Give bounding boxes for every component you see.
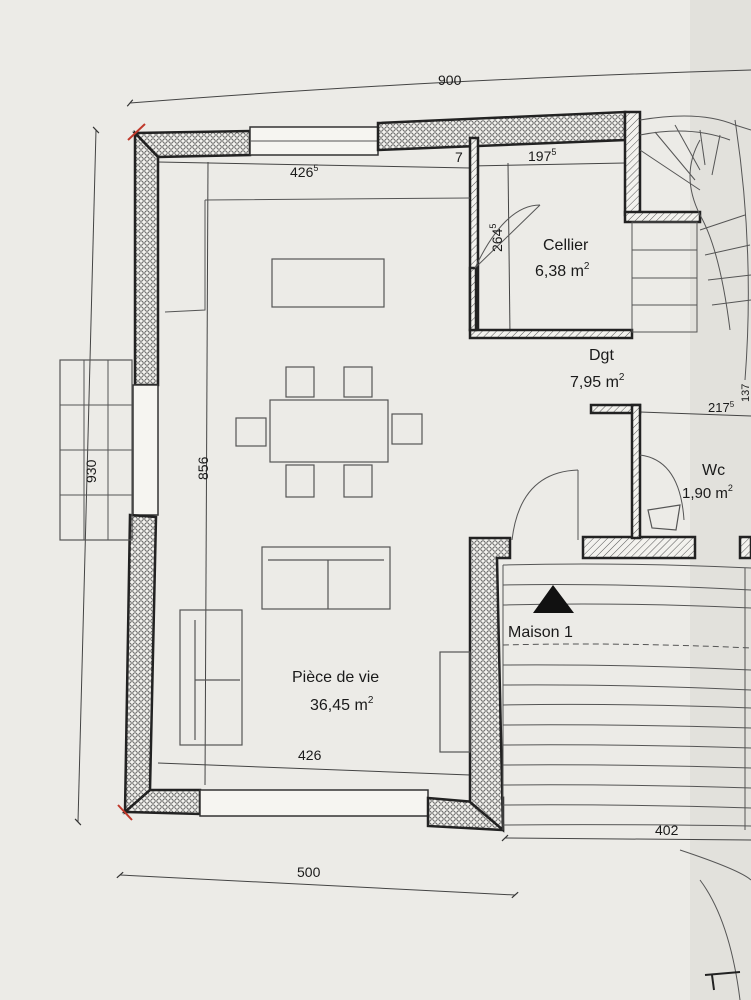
- staircase: [631, 115, 751, 381]
- doors: [474, 204, 685, 541]
- dim-overall-width: 900: [438, 72, 462, 88]
- room-name-living: Pièce de vie: [292, 669, 379, 686]
- entrance-label: Maison 1: [508, 624, 573, 641]
- walls: [121, 110, 751, 833]
- dim-living-bottom: 426: [298, 747, 322, 763]
- dim-cellier-depth: 2645: [488, 224, 505, 252]
- room-area-wc: 1,90 m2: [682, 483, 733, 502]
- balcony: [59, 359, 133, 541]
- room-name-dgt: Dgt: [589, 347, 614, 364]
- furniture: [164, 197, 471, 753]
- tv-unit: [439, 651, 471, 753]
- entrance-steps: [502, 563, 751, 830]
- stair-outline-bottom: [679, 849, 751, 1000]
- dim-living-top: 4265: [290, 163, 318, 180]
- room-name-cellier: Cellier: [543, 237, 589, 254]
- dim-interior-height: 856: [195, 456, 211, 480]
- dimension-lines: [74, 69, 751, 899]
- page-mark: [704, 971, 741, 991]
- corner-mark-bottom: [117, 804, 133, 821]
- left-window: [132, 384, 159, 516]
- dim-wc-width: 2175: [708, 400, 735, 415]
- room-name-wc: Wc: [702, 462, 725, 479]
- dim-bottom-segment: 500: [297, 864, 321, 880]
- dim-wc-side: 137: [740, 384, 751, 402]
- dim-overall-height: 930: [83, 459, 99, 483]
- armchair: [179, 609, 243, 746]
- room-area-cellier: 6,38 m2: [535, 261, 590, 280]
- bottom-window: [199, 789, 429, 817]
- dining-table: [269, 399, 389, 463]
- room-area-living: 36,45 m2: [310, 695, 374, 714]
- kitchen-island: [271, 258, 385, 308]
- sofa: [261, 546, 391, 610]
- corner-mark-top: [127, 123, 146, 141]
- room-area-dgt: 7,95 m2: [570, 372, 625, 391]
- dim-cellier-width: 1975: [528, 147, 556, 164]
- entrance-arrow-icon: [533, 585, 574, 613]
- dim-wall-gap: 7: [455, 149, 463, 165]
- dim-right-segment: 402: [655, 822, 679, 838]
